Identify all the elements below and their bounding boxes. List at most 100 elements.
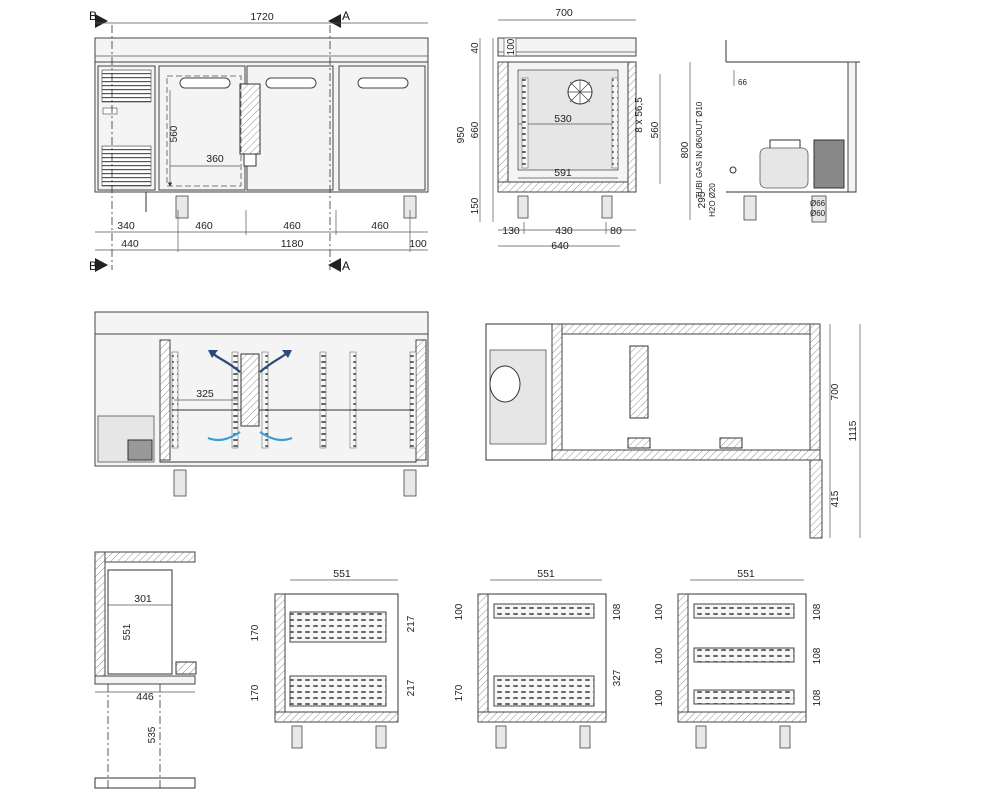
section-label-a-bottom: A [342,259,350,273]
drain-height-label: 295 [697,191,708,208]
top-offset-label: 66 [738,78,747,87]
shelf-width-label: 325 [196,388,214,400]
plan-compressor-icon [489,365,521,403]
section-marker-a-bottom [328,258,341,272]
control-panel-icon [102,107,118,115]
pan-drop-height-label: 535 [147,726,158,743]
gas-pipes-label: TUBI GAS IN Ø6/OUT Ø10 [695,101,704,198]
door-handle-2 [265,77,317,89]
plan-depth-label: 700 [830,383,841,400]
connections-height-label: 800 [680,141,691,158]
front-view: B A B A 1720 560 [89,9,429,273]
drawer3-middle [693,647,795,663]
door-handle-3 [357,77,409,89]
interior-width-label: 591 [554,167,572,179]
drawer1-bottom [289,675,387,707]
depth-label: 700 [555,7,573,19]
section-marker-a-top [328,14,341,28]
drawer3-left-dim-1: 100 [654,603,665,620]
drawer1-top [289,611,387,643]
shelf-guides [521,77,619,169]
drawer2-bottom [493,675,595,707]
inner-width-label: 530 [554,113,572,125]
side-dim-top: 40 [470,42,481,54]
side-dim-bottom-1: 130 [502,225,520,237]
drawer2-left-dim-2: 170 [454,684,465,701]
drawer2-right-dim-1: 108 [612,603,623,620]
drawer-view-3: 551 100 100 100 108 108 108 [654,568,823,749]
evaporator-unit [517,69,619,171]
section-label-a-top: A [342,9,350,23]
vent-grille-top [101,69,152,103]
door-handle-1 [179,77,231,89]
drawer3-bottom [693,689,795,705]
front-dim-1: 340 [117,220,135,232]
drawer1-left-dim-1: 170 [250,624,261,641]
drawer-view-1: 551 170 170 217 217 [250,568,417,749]
pipe-label-1: Ø66 [810,199,826,208]
front-dim-2: 460 [195,220,213,232]
foot-1 [175,195,189,219]
side-section-view: 700 530 591 40 100 660 950 150 560 8 x 5… [456,7,661,252]
evaporator-column [240,353,260,427]
drawer-view-2: 551 100 170 108 327 [454,568,623,749]
overall-width-label: 1720 [250,11,274,23]
drawer2-right-dim-2: 327 [612,669,623,686]
plan-cutout-depth-label: 415 [830,490,841,507]
water-inlet-icon [729,166,737,174]
drawer2-width-label: 551 [537,568,555,580]
footprint-depth-label: 640 [551,240,569,252]
drawer1-left-dim-2: 170 [250,684,261,701]
side-foot-front [517,195,529,219]
vent-grille-bottom [101,145,152,187]
condenser-icon [813,139,845,189]
inner-height-label: 560 [650,121,661,138]
connections-view: 800 TUBI GAS IN Ø6/OUT Ø10 H2O Ø20 295 6… [680,40,860,223]
section-marker-b-top [95,14,108,28]
compressor-icon [759,147,809,189]
front-section-airflow-view: 325 [94,311,429,497]
side-dim-660: 660 [470,121,481,138]
door-height-label: 560 [169,125,180,142]
drawer3-top [693,603,795,619]
plan-total-depth-label: 1115 [848,420,859,441]
evaporator-hidden [239,83,261,155]
door-inner-width-label: 360 [206,153,224,165]
front-dim-6: 1180 [281,238,304,250]
pan-height-label: 551 [122,623,133,640]
front-dim-4: 460 [371,220,389,232]
side-dim-bottom-3: 80 [610,225,622,237]
side-foot-back [601,195,613,219]
section-label-b-top: B [89,9,97,23]
section-marker-b-bottom [95,258,108,272]
pan-section-view: 301 551 446 535 [94,551,197,790]
front-dim-7: 100 [409,238,427,250]
pipe-label-2: Ø60 [810,209,826,218]
drawer2-left-dim-1: 100 [454,603,465,620]
drawer3-right-dim-3: 108 [812,689,823,706]
side-dim-950: 950 [456,126,467,143]
side-dim-100: 100 [506,38,517,55]
drawer2-top [493,603,595,619]
front-dim-5: 440 [121,238,139,250]
drawer1-right-dim-1: 217 [406,615,417,632]
cold-air-arrow-right [259,431,293,442]
worktop [94,37,429,63]
side-dim-bottom-2: 430 [555,225,573,237]
pan-base-width-label: 446 [136,691,154,703]
section-label-b-bottom: B [89,259,97,273]
plan-cutout [809,459,823,539]
front-dim-3: 460 [283,220,301,232]
side-dim-150: 150 [470,197,481,214]
guide-spacing-label: 8 x 56,5 [634,97,645,133]
drawer3-right-dim-1: 108 [812,603,823,620]
drawer3-left-dim-2: 100 [654,647,665,664]
cold-air-arrow-left [207,431,241,442]
pan-width-label: 301 [134,593,152,605]
drawer1-right-dim-2: 217 [406,679,417,696]
drawer3-left-dim-3: 100 [654,689,665,706]
drawer3-width-label: 551 [737,568,755,580]
water-pipe-label: H2O Ø20 [708,183,717,217]
